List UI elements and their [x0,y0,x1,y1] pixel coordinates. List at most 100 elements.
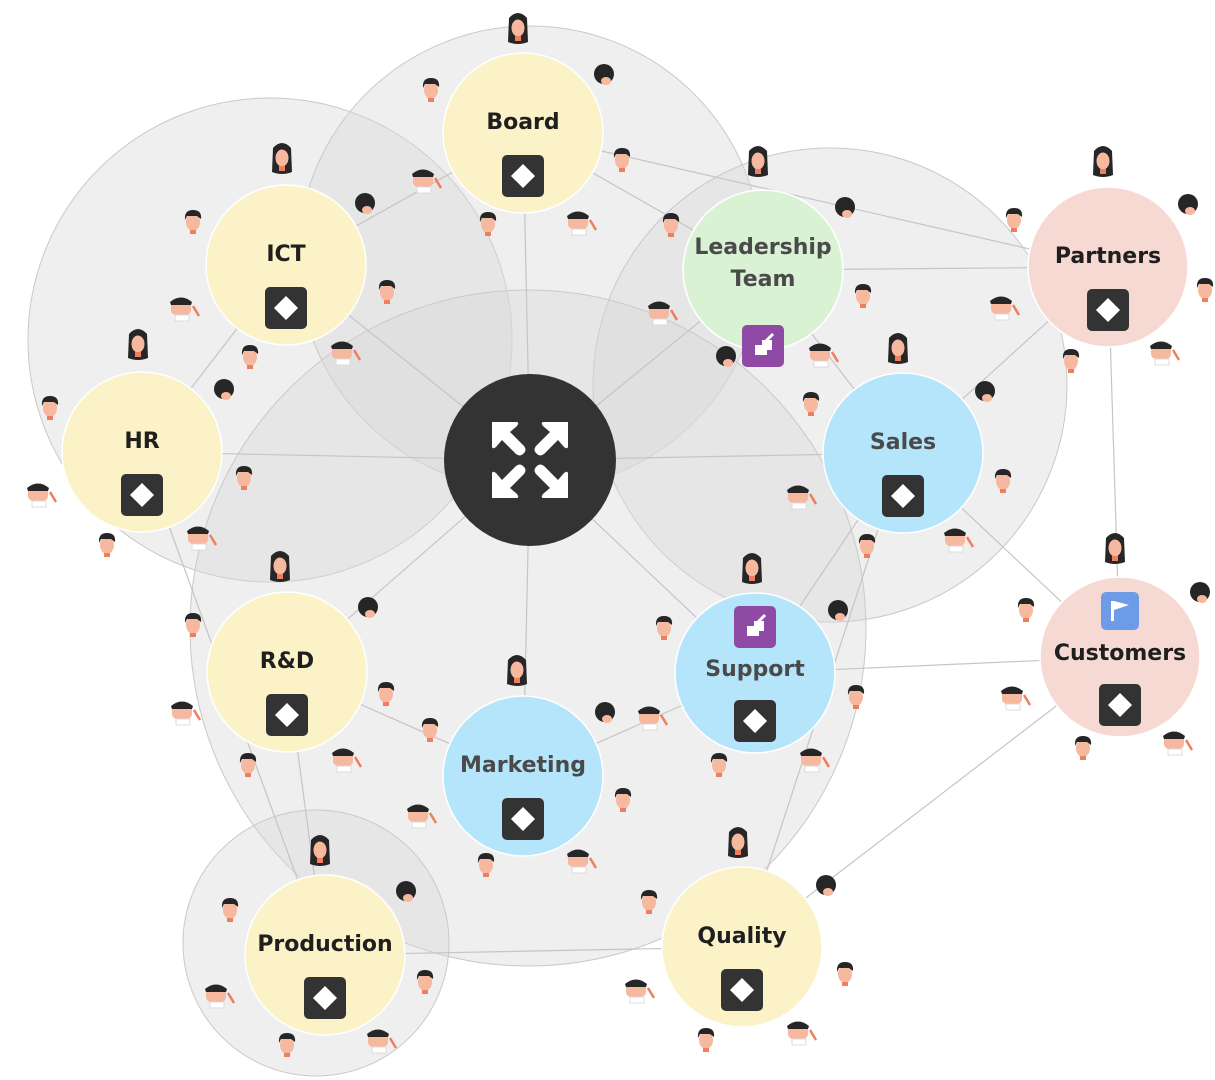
person-avatar [214,379,234,400]
expand-hub[interactable] [444,374,616,546]
person-avatar [332,748,363,773]
person-avatar [748,146,768,177]
node-circle[interactable] [1039,576,1201,738]
diamond-icon[interactable] [734,700,776,742]
diamond-icon[interactable] [1099,684,1141,726]
node-marketing[interactable]: Marketing [442,695,604,857]
person-avatar [235,466,253,490]
node-label: Board [486,110,559,135]
person-avatar [27,483,58,508]
person-avatar [648,301,679,326]
node-circle[interactable] [244,874,406,1036]
node-circle[interactable] [442,695,604,857]
diamond-icon[interactable] [266,694,308,736]
person-avatar [278,1033,296,1057]
node-label: Support [705,657,805,682]
node-quality[interactable]: Quality [661,866,823,1028]
person-avatar [477,853,495,877]
diamond-icon[interactable] [502,155,544,197]
person-avatar [184,210,202,234]
person-avatar [787,485,818,510]
node-circle[interactable] [442,52,604,214]
person-avatar [595,702,615,723]
external-link-icon[interactable] [734,606,776,648]
person-avatar [802,392,820,416]
person-avatar [716,346,736,367]
diamond-icon[interactable] [121,474,163,516]
person-avatar [854,284,872,308]
person-avatar [479,212,497,236]
diamond-icon[interactable] [265,287,307,329]
hub-layer [444,374,616,546]
person-avatar [221,898,239,922]
node-circle[interactable] [206,591,368,753]
node-ict[interactable]: ICT [205,184,367,346]
node-label: ICT [266,242,305,267]
node-customers[interactable]: Customers [1039,576,1201,738]
person-avatar [170,297,201,322]
person-avatar [1163,731,1194,756]
person-avatar [331,341,362,366]
node-label: Quality [697,924,786,949]
node-circle[interactable] [61,371,223,533]
person-avatar [358,597,378,618]
external-link-icon[interactable] [742,325,784,367]
person-avatar [421,718,439,742]
person-avatar [828,600,848,621]
person-avatar [625,979,656,1004]
person-avatar [809,343,840,368]
node-label: Marketing [460,753,586,778]
node-production[interactable]: Production [244,874,406,1036]
diamond-icon[interactable] [882,475,924,517]
node-circle[interactable] [1027,186,1189,348]
person-avatar [205,984,236,1009]
node-circle[interactable] [661,866,823,1028]
node-label: Sales [870,430,936,455]
person-avatar [241,345,259,369]
node-circle[interactable] [205,184,367,346]
person-avatar [98,533,116,557]
node-label: HR [124,429,159,454]
node-label: R&D [260,649,314,674]
node-rd[interactable]: R&D [206,591,368,753]
diamond-icon[interactable] [721,969,763,1011]
node-circle[interactable] [822,372,984,534]
person-avatar [742,553,762,584]
person-avatar [1190,582,1210,603]
diamond-icon[interactable] [304,977,346,1019]
person-avatar [944,528,975,553]
person-avatar [816,875,836,896]
node-board[interactable]: Board [442,52,604,214]
person-avatar [567,211,598,236]
person-avatar [422,78,440,102]
person-avatar [800,748,831,773]
person-avatar [272,143,292,174]
person-avatar [416,970,434,994]
flag-icon[interactable] [1101,592,1139,630]
diamond-icon[interactable] [1087,289,1129,331]
node-label: Partners [1055,244,1161,269]
node-partners[interactable]: Partners [1027,186,1189,348]
node-support[interactable]: Support [674,592,836,754]
person-avatar [1062,349,1080,373]
person-avatar [1001,686,1032,711]
people-avatars [27,13,1214,1057]
diamond-icon[interactable] [502,798,544,840]
node-hr[interactable]: HR [61,371,223,533]
node-sales[interactable]: Sales [822,372,984,534]
person-avatar [396,881,416,902]
person-avatar [994,469,1012,493]
person-avatar [41,396,59,420]
person-avatar [407,804,438,829]
person-avatar [847,685,865,709]
person-avatar [310,835,330,866]
person-avatar [710,753,728,777]
person-avatar [1178,194,1198,215]
node-circle[interactable] [674,592,836,754]
person-avatar [655,616,673,640]
person-avatar [594,64,614,85]
